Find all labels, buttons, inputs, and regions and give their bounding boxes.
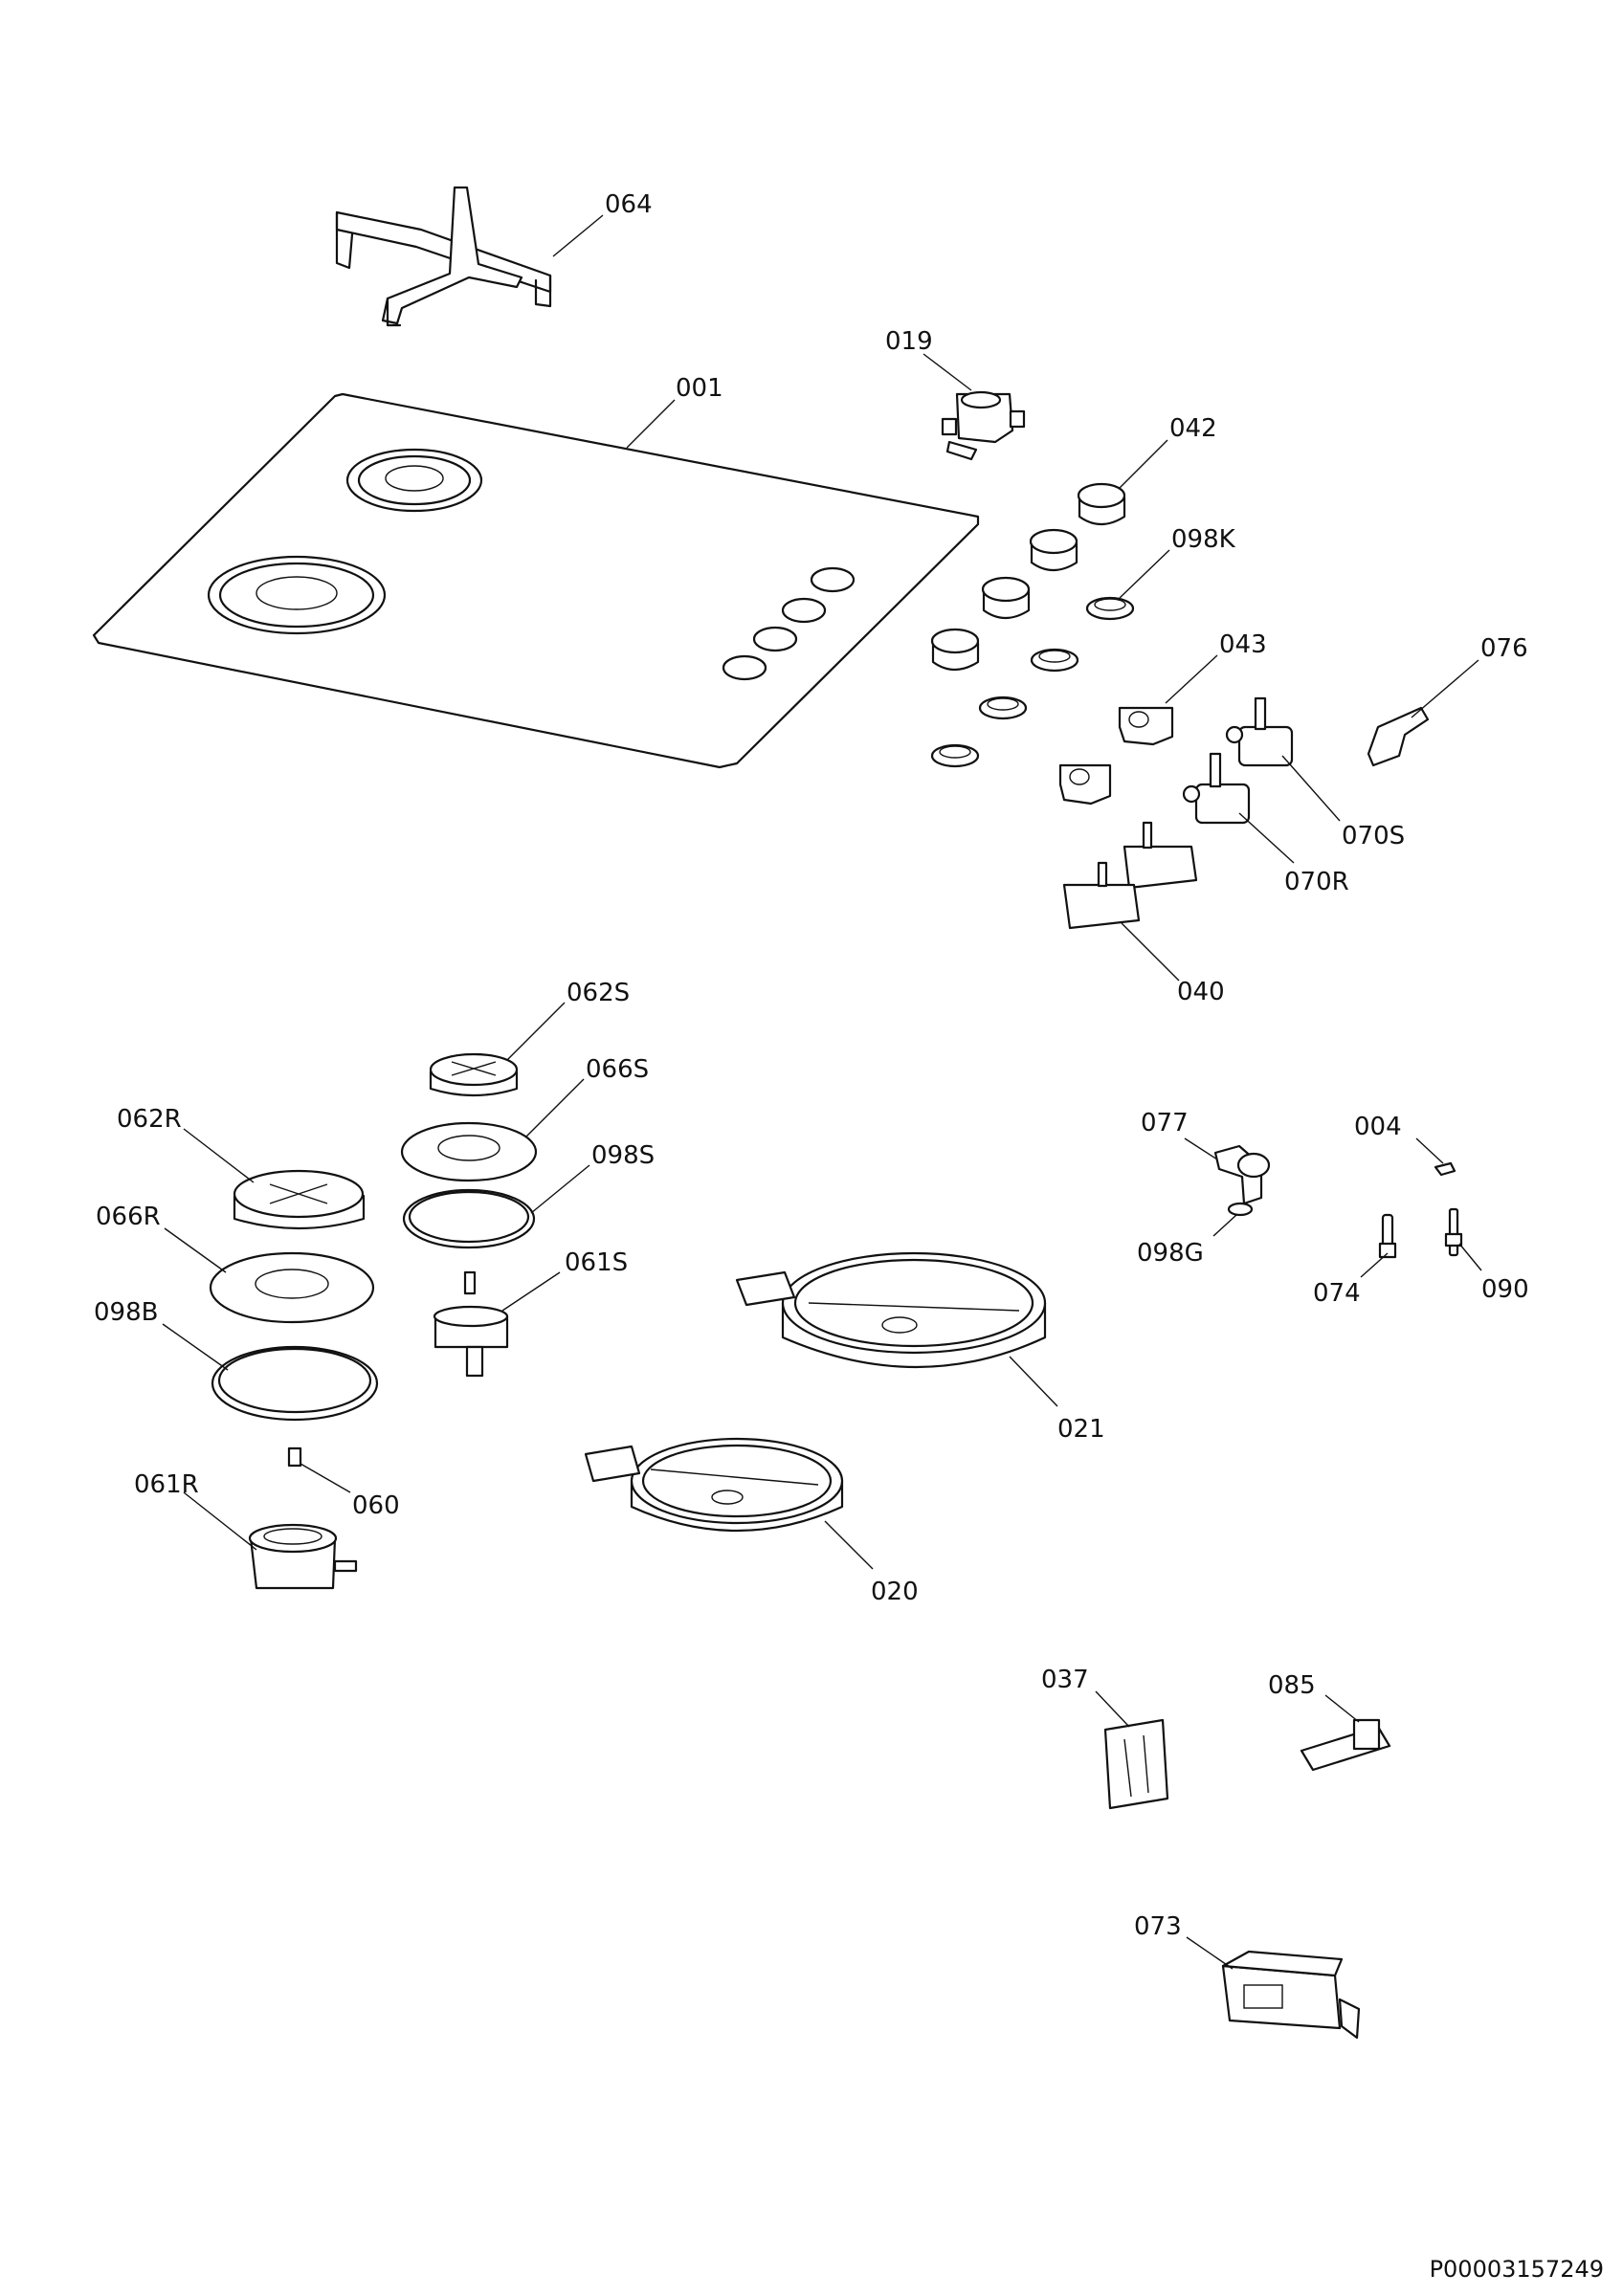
seal-ring-098B (211, 1345, 379, 1422)
gas-elbow-077 (1213, 1144, 1271, 1205)
label-073: 073 (1134, 1912, 1182, 1941)
label-020: 020 (871, 1578, 919, 1606)
gas-valve-070R (1182, 752, 1251, 825)
burner-cap-066S (400, 1121, 538, 1182)
label-061S: 061S (565, 1248, 628, 1277)
label-064: 064 (605, 190, 653, 219)
label-060: 060 (352, 1491, 400, 1520)
label-070R: 070R (1284, 868, 1349, 896)
label-061R: 061R (134, 1470, 199, 1499)
label-090: 090 (1481, 1275, 1529, 1304)
label-037: 037 (1041, 1666, 1089, 1694)
label-062R: 062R (117, 1105, 182, 1134)
heating-element-020 (584, 1437, 844, 1533)
label-070S: 070S (1342, 822, 1405, 850)
label-098B: 098B (94, 1298, 158, 1327)
part-019 (941, 390, 1026, 461)
label-062S: 062S (567, 979, 630, 1007)
connector-037 (1103, 1718, 1169, 1810)
energy-regulators-040 (1062, 821, 1198, 930)
label-074: 074 (1313, 1279, 1361, 1308)
burner-base-061R (248, 1523, 358, 1590)
seal-ring-098S (402, 1188, 536, 1249)
part-076 (1367, 706, 1430, 767)
label-040: 040 (1177, 978, 1225, 1006)
label-066S: 066S (586, 1055, 649, 1084)
injector-060 (287, 1446, 302, 1468)
knob-rings-098K (930, 596, 1135, 768)
label-077: 077 (1141, 1109, 1189, 1137)
label-076: 076 (1480, 634, 1528, 663)
clip-004 (1434, 1161, 1456, 1177)
switches-043 (1058, 706, 1174, 806)
label-021: 021 (1057, 1415, 1105, 1444)
ignition-electrode-090 (1444, 1207, 1463, 1257)
heating-element-021 (735, 1251, 1047, 1369)
label-098G: 098G (1137, 1239, 1204, 1268)
label-098S: 098S (591, 1141, 655, 1170)
label-004: 004 (1354, 1113, 1402, 1141)
cable-clamp-085 (1300, 1718, 1391, 1772)
ignition-unit-073 (1221, 1950, 1361, 2040)
burner-crown-062R (233, 1169, 366, 1230)
label-001: 001 (676, 374, 723, 403)
hob-top-001 (92, 392, 980, 769)
label-042: 042 (1169, 414, 1217, 443)
burner-cap-066R (209, 1251, 375, 1324)
pan-support-064 (335, 186, 552, 327)
control-knobs-042 (930, 482, 1126, 672)
label-066R: 066R (96, 1203, 161, 1231)
washer-098G (1227, 1202, 1254, 1217)
gas-valve-070S (1225, 696, 1294, 767)
document-id: P00003157249 (1429, 2256, 1604, 2283)
thermocouple-074 (1378, 1213, 1397, 1259)
burner-base-061S (433, 1270, 509, 1378)
label-098K: 098K (1171, 525, 1236, 554)
label-043: 043 (1219, 630, 1267, 659)
burner-crown-062S (429, 1052, 519, 1097)
label-085: 085 (1268, 1671, 1316, 1700)
label-019: 019 (885, 327, 933, 356)
